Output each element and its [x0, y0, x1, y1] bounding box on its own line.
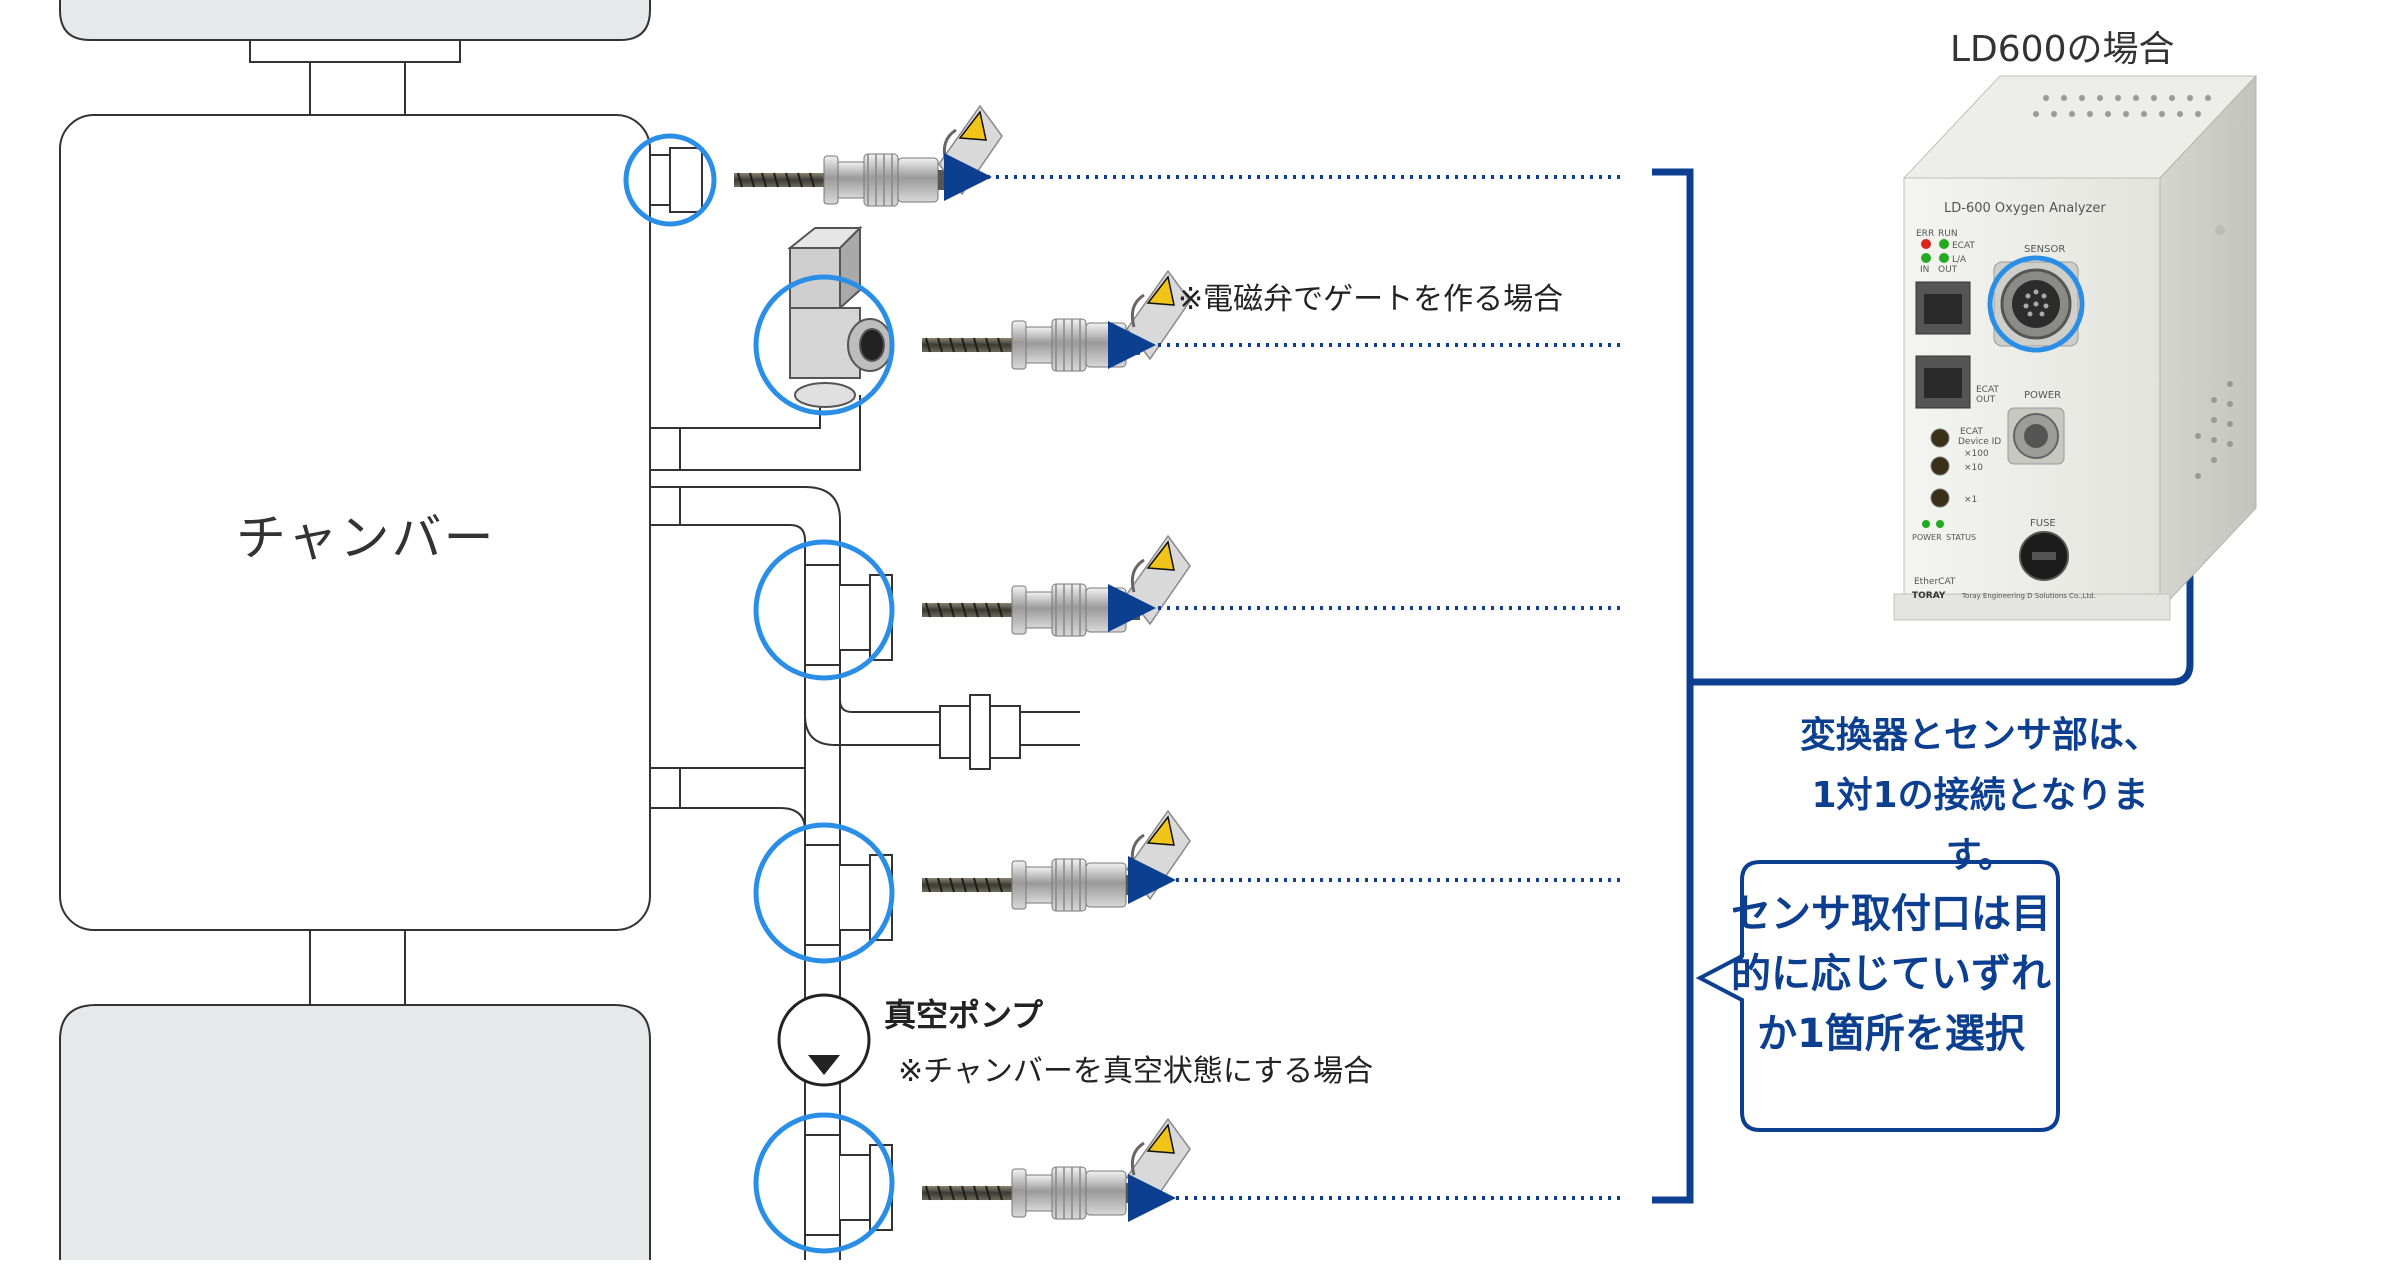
callout-text: センサ取付口は目的に応じていずれか1箇所を選択: [1731, 891, 2051, 1057]
device-title: LD600の場合: [1950, 29, 2175, 70]
err-led: [1921, 239, 1931, 249]
out-led: [1939, 253, 1949, 263]
mount-point-highlights: [623, 133, 895, 1254]
panel-title: LD-600 Oxygen Analyzer: [1944, 201, 2106, 216]
run-led: [1939, 239, 1949, 249]
ecat-label: ECAT: [1952, 241, 1975, 251]
device-id-label-1: ECAT: [1960, 427, 1983, 437]
chamber-body: [59, 114, 651, 931]
x10-label: ×10: [1964, 463, 1983, 473]
ecat-out-label-2: OUT: [1976, 395, 1996, 405]
in-label: IN: [1920, 265, 1929, 275]
mount-ring-top: [623, 133, 717, 227]
lower-unit: [59, 930, 651, 1260]
vacuum-pump-label: 真空ポンプ: [884, 996, 1044, 1034]
callout-bubble: [1695, 860, 2060, 1132]
solenoid-valve-note: ※電磁弁でゲートを作る場合: [1178, 282, 1564, 317]
vacuum-pump-symbol: [777, 993, 871, 1087]
x1-label: ×1: [1964, 495, 1977, 505]
sensor-probe-1: [732, 104, 1004, 208]
mount-ring-middle-pipe: [753, 822, 895, 964]
status-power-label: POWER: [1912, 533, 1942, 542]
fuse-label: FUSE: [2030, 518, 2056, 529]
ethercat-logo: EtherCAT: [1914, 577, 1956, 587]
sensor-probe-4: [920, 809, 1192, 913]
sensor-probe-3: [920, 534, 1192, 638]
out-label: OUT: [1938, 265, 1958, 275]
piping: [649, 147, 1080, 1260]
toray-logo: TORAY: [1912, 591, 1946, 601]
chamber-label: チャンバー: [236, 509, 496, 567]
maker-label: Toray Engineering D Solutions Co.,Ltd.: [1961, 592, 2096, 600]
device-id-label-2: Device ID: [1958, 437, 2001, 447]
pipe-fittings: [804, 564, 893, 1236]
in-led: [1921, 253, 1931, 263]
sensor-port-label: SENSOR: [2024, 244, 2065, 255]
x100-label: ×100: [1964, 449, 1989, 459]
sensor-probe-5: [920, 1117, 1192, 1221]
solenoid-valve: [787, 225, 893, 408]
sensor-highlight-ring: [1987, 255, 2085, 353]
upper-unit: [59, 0, 651, 115]
la-label: L/A: [1952, 255, 1967, 265]
run-label: RUN: [1938, 229, 1958, 239]
ld600-device: LD-600 Oxygen Analyzer ERR RUN ECAT L/A …: [1893, 74, 2258, 621]
ecat-out-label-1: ECAT: [1976, 385, 1999, 395]
connection-arrows: [944, 153, 1620, 1222]
vacuum-pump-note: ※チャンバーを真空状態にする場合: [898, 1054, 1374, 1089]
mount-ring-valve: [753, 274, 895, 416]
mount-ring-lower-pipe: [753, 1112, 895, 1254]
mount-ring-upper-pipe: [753, 539, 895, 681]
status-status-label: STATUS: [1946, 533, 1976, 542]
connection-note: 変換器とセンサ部は、1対1の接続となります。: [1799, 715, 2160, 876]
sensor-probe-2: [920, 269, 1192, 373]
power-port-label: POWER: [2024, 390, 2061, 401]
err-label: ERR: [1916, 229, 1934, 239]
